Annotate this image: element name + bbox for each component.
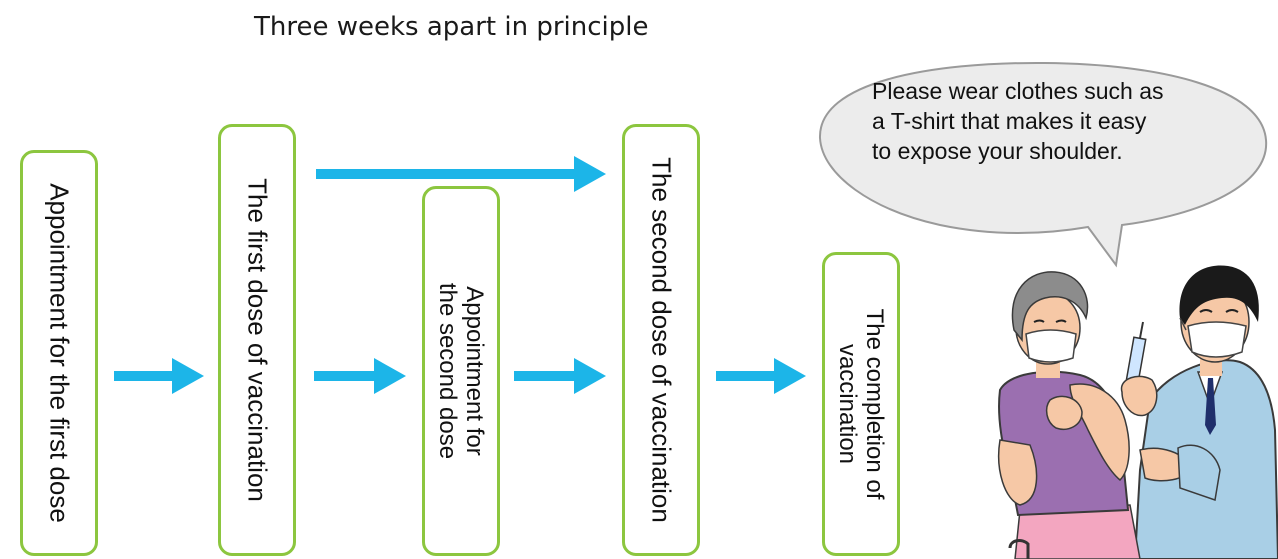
speech-line: Please wear clothes such as [872, 78, 1164, 104]
three-week-arrow-icon [316, 156, 606, 192]
interval-caption: Three weeks apart in principle [254, 12, 649, 42]
step-appointment-second-dose: Appointment for the second dose [422, 186, 500, 556]
step-second-dose: The second dose of vaccination [622, 124, 700, 556]
speech-line: a T-shirt that makes it easy [872, 108, 1147, 134]
step-appointment-first-dose: Appointment for the first dose [20, 150, 98, 556]
step-first-dose: The first dose of vaccination [218, 124, 296, 556]
speech-line: to expose your shoulder. [872, 138, 1123, 164]
arrow-right-icon [716, 358, 806, 394]
step-completion: The completion of vaccination [822, 252, 900, 556]
arrow-right-icon [314, 358, 406, 394]
arrow-right-icon [514, 358, 606, 394]
speech-bubble-text: Please wear clothes such as a T-shirt th… [872, 76, 1232, 166]
arrow-right-icon [114, 358, 204, 394]
